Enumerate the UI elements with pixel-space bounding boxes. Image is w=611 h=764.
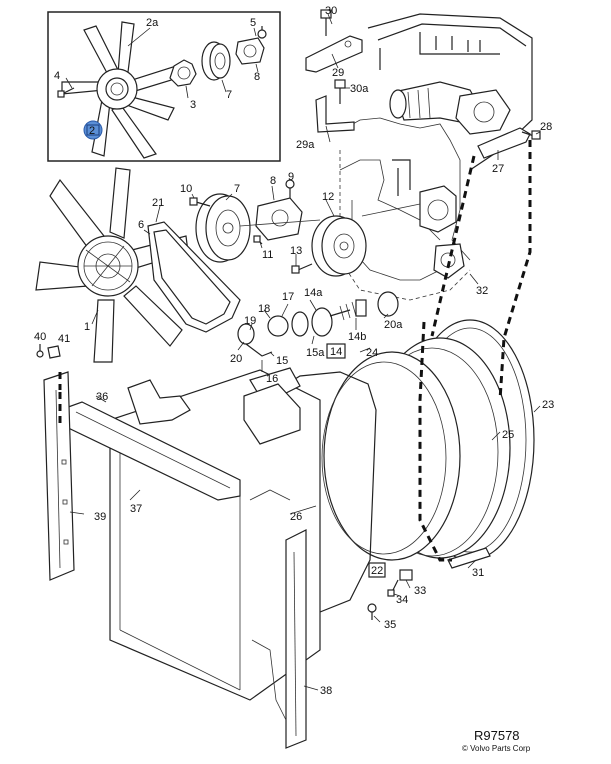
callout-7-inset: 7 — [226, 89, 232, 101]
bracket-29a — [315, 79, 355, 133]
pulley-12 — [239, 203, 421, 277]
callout-14a: 14a — [304, 287, 323, 299]
callout-19: 19 — [244, 315, 256, 327]
callout-25: 25 — [502, 429, 514, 441]
callout-8-inset: 8 — [254, 71, 260, 83]
callout-36: 36 — [96, 391, 108, 403]
callout-20: 20 — [230, 353, 242, 365]
callout-41: 41 — [58, 333, 70, 345]
callout-14b: 14b — [348, 331, 366, 343]
callout-11: 11 — [262, 249, 273, 261]
callout-18: 18 — [258, 303, 270, 315]
callout-26: 26 — [290, 511, 302, 523]
engine-block — [339, 13, 533, 301]
callout-14: 14 — [330, 346, 342, 358]
callout-38: 38 — [320, 685, 332, 697]
main-fan — [35, 167, 189, 363]
callout-6: 6 — [138, 219, 144, 231]
inset-spider — [169, 59, 197, 87]
bracket-27 — [477, 127, 541, 159]
side-bracket-38 — [251, 529, 307, 749]
fasteners-lower — [367, 547, 491, 620]
callout-31: 31 — [472, 567, 484, 579]
inset-box — [47, 11, 281, 162]
inset-fan — [61, 21, 179, 159]
callout-2: 2 — [89, 125, 95, 137]
callout-15a: 15a — [306, 347, 325, 359]
callout-3: 3 — [190, 99, 196, 111]
callout-40: 40 — [34, 331, 46, 343]
callout-4: 4 — [54, 70, 60, 82]
side-bracket-39 — [43, 371, 75, 581]
callout-13: 13 — [290, 245, 302, 257]
hub-8 — [189, 179, 303, 245]
callout-2a: 2a — [146, 17, 159, 29]
callout-20a: 20a — [384, 319, 403, 331]
callout-39: 39 — [94, 511, 106, 523]
assembly-dashed-lines — [58, 140, 532, 562]
callout-10: 10 — [180, 183, 192, 195]
callout-12: 12 — [322, 191, 334, 203]
callouts: 2a 5 4 3 7 8 2 30 29 30a 29a 28 27 10 7 … — [34, 5, 554, 697]
callout-29a: 29a — [296, 139, 315, 151]
callout-27: 27 — [492, 163, 504, 175]
callout-28: 28 — [540, 121, 552, 133]
callout-16: 16 — [266, 373, 278, 385]
inset-pulley — [201, 41, 231, 81]
callout-9: 9 — [288, 171, 294, 183]
inset-hub — [235, 26, 267, 65]
drive-belt — [147, 221, 241, 333]
fastener-40-41 — [36, 344, 61, 359]
callout-24: 24 — [366, 347, 378, 359]
callout-5: 5 — [250, 17, 256, 29]
callout-34: 34 — [396, 594, 408, 606]
bracket-29 — [305, 9, 363, 73]
callout-30a: 30a — [350, 83, 369, 95]
callout-1: 1 — [84, 321, 90, 333]
leader-lines — [69, 13, 541, 691]
callout-37: 37 — [130, 503, 142, 515]
callout-15: 15 — [276, 355, 288, 367]
callout-8: 8 — [270, 175, 276, 187]
pulley-7 — [195, 193, 251, 263]
diagram-reference-number: R97578 — [474, 728, 520, 743]
callout-29: 29 — [332, 67, 344, 79]
callout-23: 23 — [542, 399, 554, 411]
copyright-notice: © Volvo Parts Corp — [462, 744, 531, 753]
callout-21: 21 — [152, 197, 164, 209]
callout-7: 7 — [234, 183, 240, 195]
callout-17: 17 — [282, 291, 294, 303]
callout-22: 22 — [371, 565, 383, 577]
callout-30: 30 — [325, 5, 337, 17]
callout-33: 33 — [414, 585, 426, 597]
callout-32: 32 — [476, 285, 488, 297]
callout-35: 35 — [384, 619, 396, 631]
